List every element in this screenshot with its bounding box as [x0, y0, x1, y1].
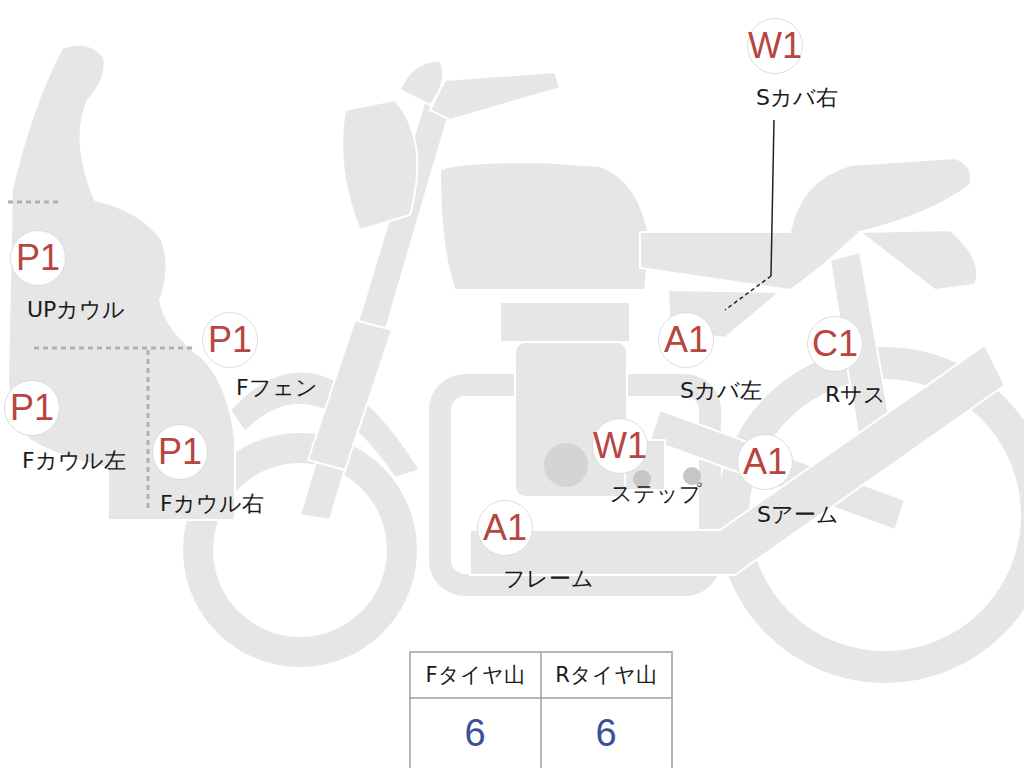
engine-cover: [544, 443, 588, 487]
tail-cowl: [860, 230, 977, 290]
part-name: UPカウル: [27, 298, 125, 322]
handlebar: [430, 72, 560, 120]
table-value: 6: [464, 713, 485, 755]
table-header: Fタイヤ山: [425, 664, 524, 687]
callout-number: A1: [658, 312, 714, 368]
part-name: Rサス: [825, 383, 886, 407]
table-header: Rタイヤ山: [555, 664, 657, 687]
callout-number: P1: [152, 424, 208, 480]
part-name: ステップ: [610, 482, 702, 506]
callout-number: W1: [747, 18, 803, 74]
fork-tube: [308, 320, 392, 470]
part-name: Fカウル左: [22, 449, 126, 473]
callout: P1UPカウル: [10, 230, 66, 286]
callout: A1Sアーム: [737, 434, 793, 490]
part-name: フレーム: [503, 567, 594, 591]
callout-number: C1: [807, 316, 863, 372]
callout-number: P1: [10, 230, 66, 286]
callout: P1Fカウル右: [152, 424, 208, 480]
cylinder-head: [500, 302, 630, 342]
callout: A1フレーム: [477, 500, 533, 556]
table-rule: [540, 652, 542, 768]
callout-number: P1: [4, 380, 60, 436]
callout: W1ステップ: [592, 418, 648, 474]
fairing-split-line: [8, 201, 58, 204]
leader-line: [771, 120, 774, 276]
fuel-tank: [440, 162, 650, 290]
front-fork: [300, 100, 450, 520]
table-value: 6: [595, 713, 616, 755]
callout: P1Fカウル左: [4, 380, 60, 436]
callout-number: W1: [592, 418, 648, 474]
callout-number: P1: [202, 312, 258, 368]
callout: W1Sカバ右: [747, 18, 803, 74]
callout-number: A1: [737, 434, 793, 490]
part-name: Fカウル右: [160, 492, 264, 516]
table-frame: [410, 652, 672, 768]
callout: A1Sカバ左: [658, 312, 714, 368]
fairing-split-line: [147, 350, 150, 512]
mirror: [400, 60, 443, 105]
fairing-split-line: [34, 347, 192, 350]
part-name: Sアーム: [757, 503, 839, 527]
headlight: [342, 100, 417, 230]
callout-number: A1: [477, 500, 533, 556]
part-name: Fフェン: [236, 376, 318, 400]
callout: C1Rサス: [807, 316, 863, 372]
part-name: Sカバ左: [680, 379, 762, 403]
leader-line: [725, 276, 771, 310]
part-name: Sカバ右: [756, 86, 838, 110]
fairing: [8, 45, 235, 520]
callout: P1Fフェン: [202, 312, 258, 368]
